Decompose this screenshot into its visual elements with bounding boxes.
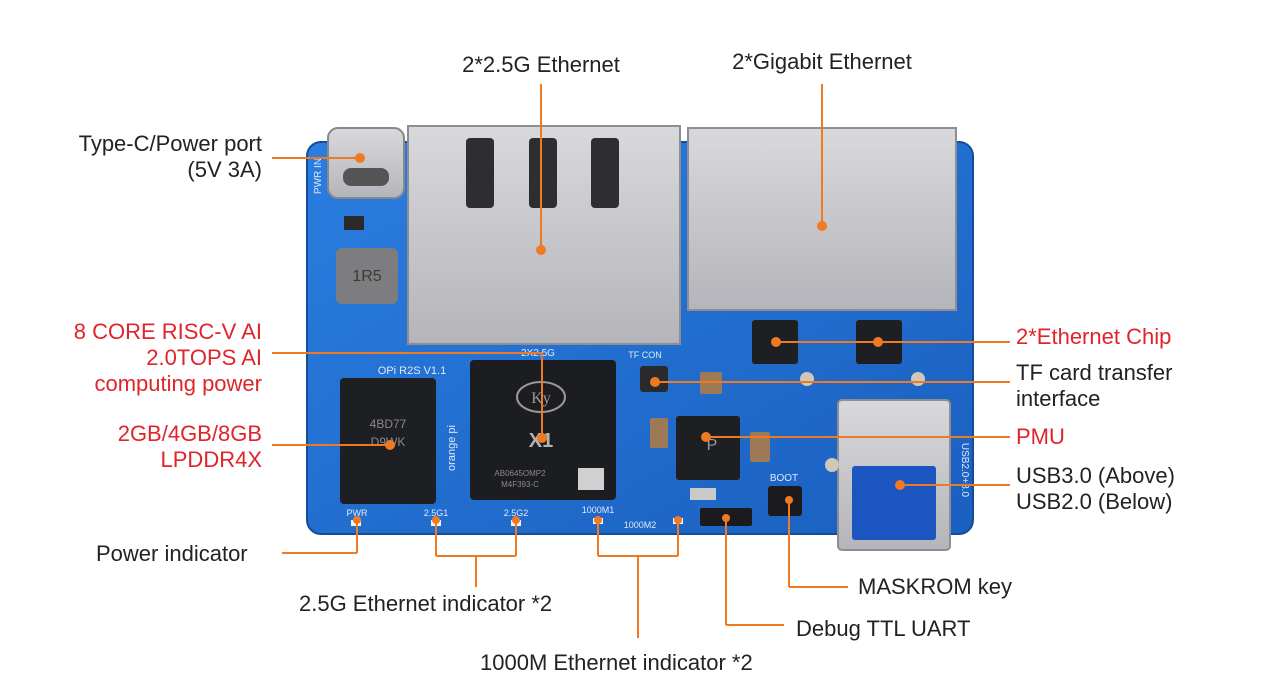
silk-tf-con: TF CON (628, 350, 662, 360)
label-cpu-line3: computing power (94, 371, 262, 396)
soc-code-2: M4F393-C (501, 480, 539, 489)
silk-1000m1: 1000M1 (582, 505, 615, 515)
silk-brand: orange pi (446, 425, 458, 471)
silk-25g1: 2.5G1 (424, 508, 449, 518)
label-ram: 2GB/4GB/8GB LPDDR4X (60, 421, 262, 473)
silk-1000m2: 1000M2 (624, 520, 657, 530)
label-type-c-line1: Type-C/Power port (78, 131, 262, 156)
label-power-indicator: Power indicator (96, 541, 248, 566)
soc-code-1: AB0645OMP2 (494, 469, 546, 478)
silk-usb: USB2.0+3.0 (959, 443, 970, 498)
silk-board-name: OPi R2S V1.1 (378, 365, 446, 377)
label-1000m-indicator: 1000M Ethernet indicator *2 (480, 650, 753, 675)
label-debug-uart: Debug TTL UART (796, 616, 971, 641)
label-ethernet-chip: 2*Ethernet Chip (1016, 324, 1172, 349)
label-type-c-line2: (5V 3A) (187, 157, 262, 182)
silk-25g2: 2.5G2 (504, 508, 529, 518)
label-gigabit-ethernet: 2*Gigabit Ethernet (732, 49, 912, 74)
label-usb: USB3.0 (Above) USB2.0 (Below) (1016, 463, 1175, 515)
leader-lines (272, 84, 1010, 638)
label-2-5g-ethernet: 2*2.5G Ethernet (462, 52, 620, 77)
label-2-5g-indicator: 2.5G Ethernet indicator *2 (299, 591, 553, 616)
label-pmu: PMU (1016, 424, 1065, 449)
silk-pwr: PWR (347, 508, 368, 518)
label-cpu-line2: 2.0TOPS AI (146, 345, 262, 370)
label-tf-card-line2: interface (1016, 386, 1101, 411)
inductor (336, 248, 398, 304)
label-usb-line2: USB2.0 (Below) (1016, 489, 1173, 514)
label-maskrom-key: MASKROM key (858, 574, 1013, 599)
ram-mark-1: 4BD77 (370, 417, 407, 431)
label-ram-line2: LPDDR4X (160, 447, 262, 472)
silk-boot: BOOT (770, 473, 798, 484)
label-cpu: 8 CORE RISC-V AI 2.0TOPS AI computing po… (20, 319, 262, 397)
usb-c-port (327, 127, 405, 199)
pmu-chip-text: P (707, 437, 718, 454)
maskrom-button (768, 486, 802, 516)
label-cpu-line1: 8 CORE RISC-V AI (73, 319, 262, 344)
label-tf-card: TF card transfer interface (1016, 360, 1172, 412)
pmu-chip (676, 416, 740, 480)
label-ram-line1: 2GB/4GB/8GB (117, 421, 262, 446)
label-type-c: Type-C/Power port (5V 3A) (40, 131, 262, 183)
leader-dots (353, 153, 905, 524)
inductor-text: 1R5 (352, 268, 381, 285)
silk-pwr-in: PWR IN (313, 158, 324, 194)
label-tf-card-line1: TF card transfer (1016, 360, 1173, 385)
label-usb-line1: USB3.0 (Above) (1016, 463, 1175, 488)
